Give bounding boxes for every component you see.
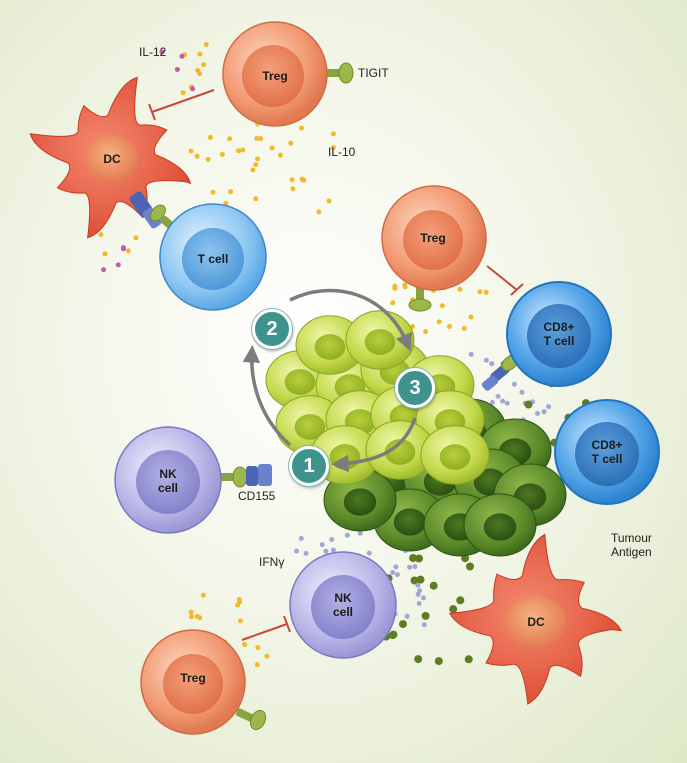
tumour-antigen-label: Tumour Antigen <box>611 531 652 559</box>
treg-cell-top <box>222 21 328 127</box>
dc-tcell-synapse <box>129 191 178 233</box>
tigit-label: TIGIT <box>358 66 389 80</box>
t-cell-label: T cell <box>197 252 229 266</box>
t-cell <box>159 203 267 311</box>
cd8-t-cell-bottom <box>554 399 660 505</box>
treg-cell-middle <box>381 185 487 291</box>
il10-label: IL-10 <box>328 145 356 159</box>
nk-cd155-synapse <box>220 464 272 488</box>
treg-middle-label: Treg <box>420 231 446 245</box>
dendritic-cell-top <box>29 76 192 239</box>
cd8-top-label: CD8+ T cell <box>543 320 575 348</box>
nk-cell-left <box>114 426 222 534</box>
il12-label: IL-12 <box>139 45 167 59</box>
treg-top-label: Treg <box>262 69 288 83</box>
step-marker-1: 1 <box>289 446 329 486</box>
cd8-t-cell-top <box>506 281 612 387</box>
cd155-label: CD155 <box>238 489 276 503</box>
cycle-arrows <box>242 288 417 473</box>
dendritic-cell-bottom <box>448 533 623 705</box>
cd8-bottom-label: CD8+ T cell <box>591 438 623 466</box>
tigit-receptor-bottom-treg <box>235 708 267 731</box>
cd8-tumour-synapse <box>481 351 520 391</box>
step-marker-3: 3 <box>395 368 435 408</box>
nk-bottom-label: NK cell <box>332 591 353 619</box>
dc-bottom-label: DC <box>527 615 545 629</box>
inhibition-marks <box>148 89 524 641</box>
nk-cell-bottom <box>289 551 397 659</box>
tumour-mass <box>265 310 567 557</box>
nk-left-label: NK cell <box>157 467 178 495</box>
treg-cell-bottom <box>140 629 246 735</box>
treg-bottom-label: Treg <box>180 671 206 685</box>
dc-top-label: DC <box>103 152 121 166</box>
ifng-label: IFNγ <box>259 555 285 569</box>
step-marker-2: 2 <box>252 309 292 349</box>
